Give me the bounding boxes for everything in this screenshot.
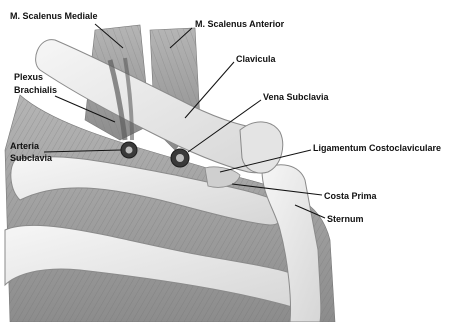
label-arteria-line1: Arteria: [10, 141, 40, 151]
label-plexus-line1: Plexus: [14, 72, 43, 82]
label-plexus-line2: Brachialis: [14, 85, 57, 95]
arteria-subclavia-lumen: [126, 147, 133, 154]
label-scalenus-anterior: M. Scalenus Anterior: [195, 19, 285, 29]
label-scalenus-mediale: M. Scalenus Mediale: [10, 11, 98, 21]
label-ligamentum-costoclaviculare: Ligamentum Costoclaviculare: [313, 143, 441, 153]
label-sternum: Sternum: [327, 214, 364, 224]
label-arteria-line2: Subclavia: [10, 153, 53, 163]
vena-subclavia-lumen: [176, 154, 184, 162]
label-costa-prima: Costa Prima: [324, 191, 378, 201]
label-clavicula: Clavicula: [236, 54, 277, 64]
label-vena-subclavia: Vena Subclavia: [263, 92, 330, 102]
